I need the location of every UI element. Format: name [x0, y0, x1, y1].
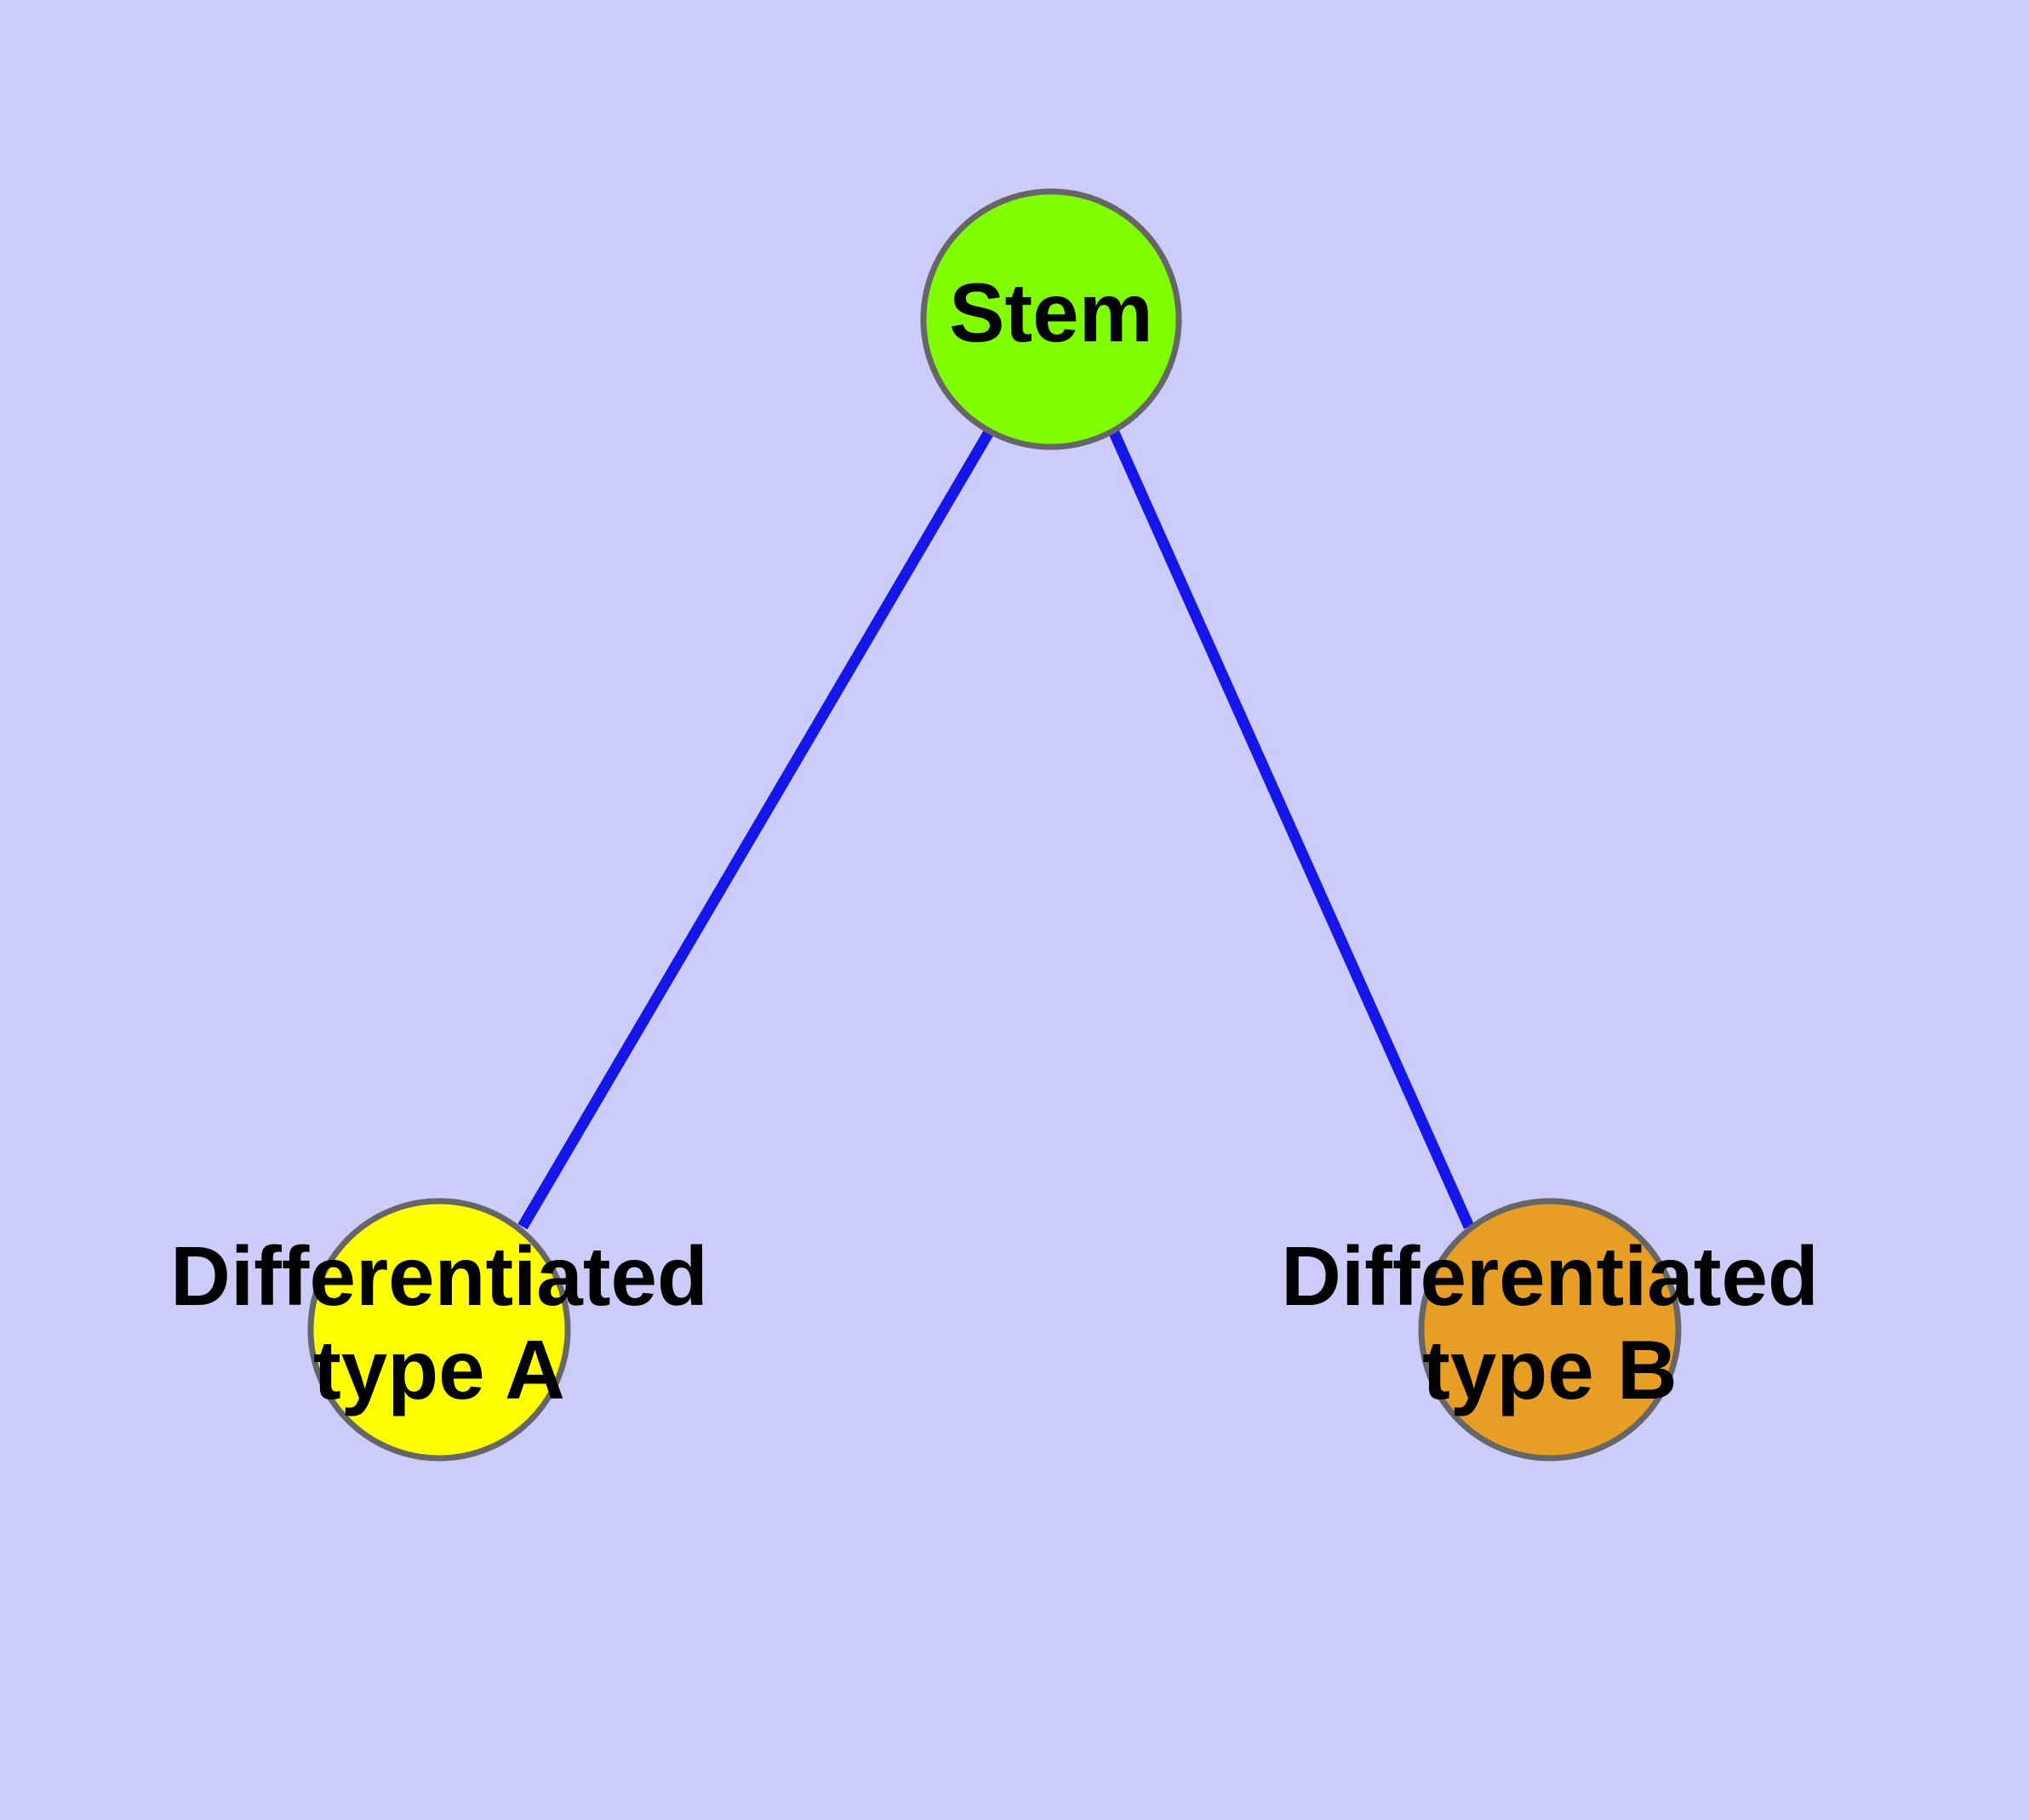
node-diff-b[interactable] — [1418, 1198, 1682, 1462]
node-label-line: type B — [1422, 1323, 1677, 1417]
node-diff-a[interactable] — [307, 1198, 571, 1462]
node-label-stem: Stem — [949, 266, 1153, 359]
node-label-line: Differentiated — [170, 1229, 708, 1323]
node-label-line: Stem — [949, 266, 1153, 359]
edges-layer — [517, 427, 1474, 1230]
node-stem[interactable] — [920, 188, 1182, 450]
node-label-line: Differentiated — [1281, 1229, 1819, 1323]
nodes-layer — [307, 188, 1682, 1462]
node-label-line: type A — [313, 1323, 565, 1417]
edge-stem-to-diff-a[interactable] — [517, 427, 995, 1230]
edge-stem-to-diff-b[interactable] — [1108, 428, 1474, 1229]
